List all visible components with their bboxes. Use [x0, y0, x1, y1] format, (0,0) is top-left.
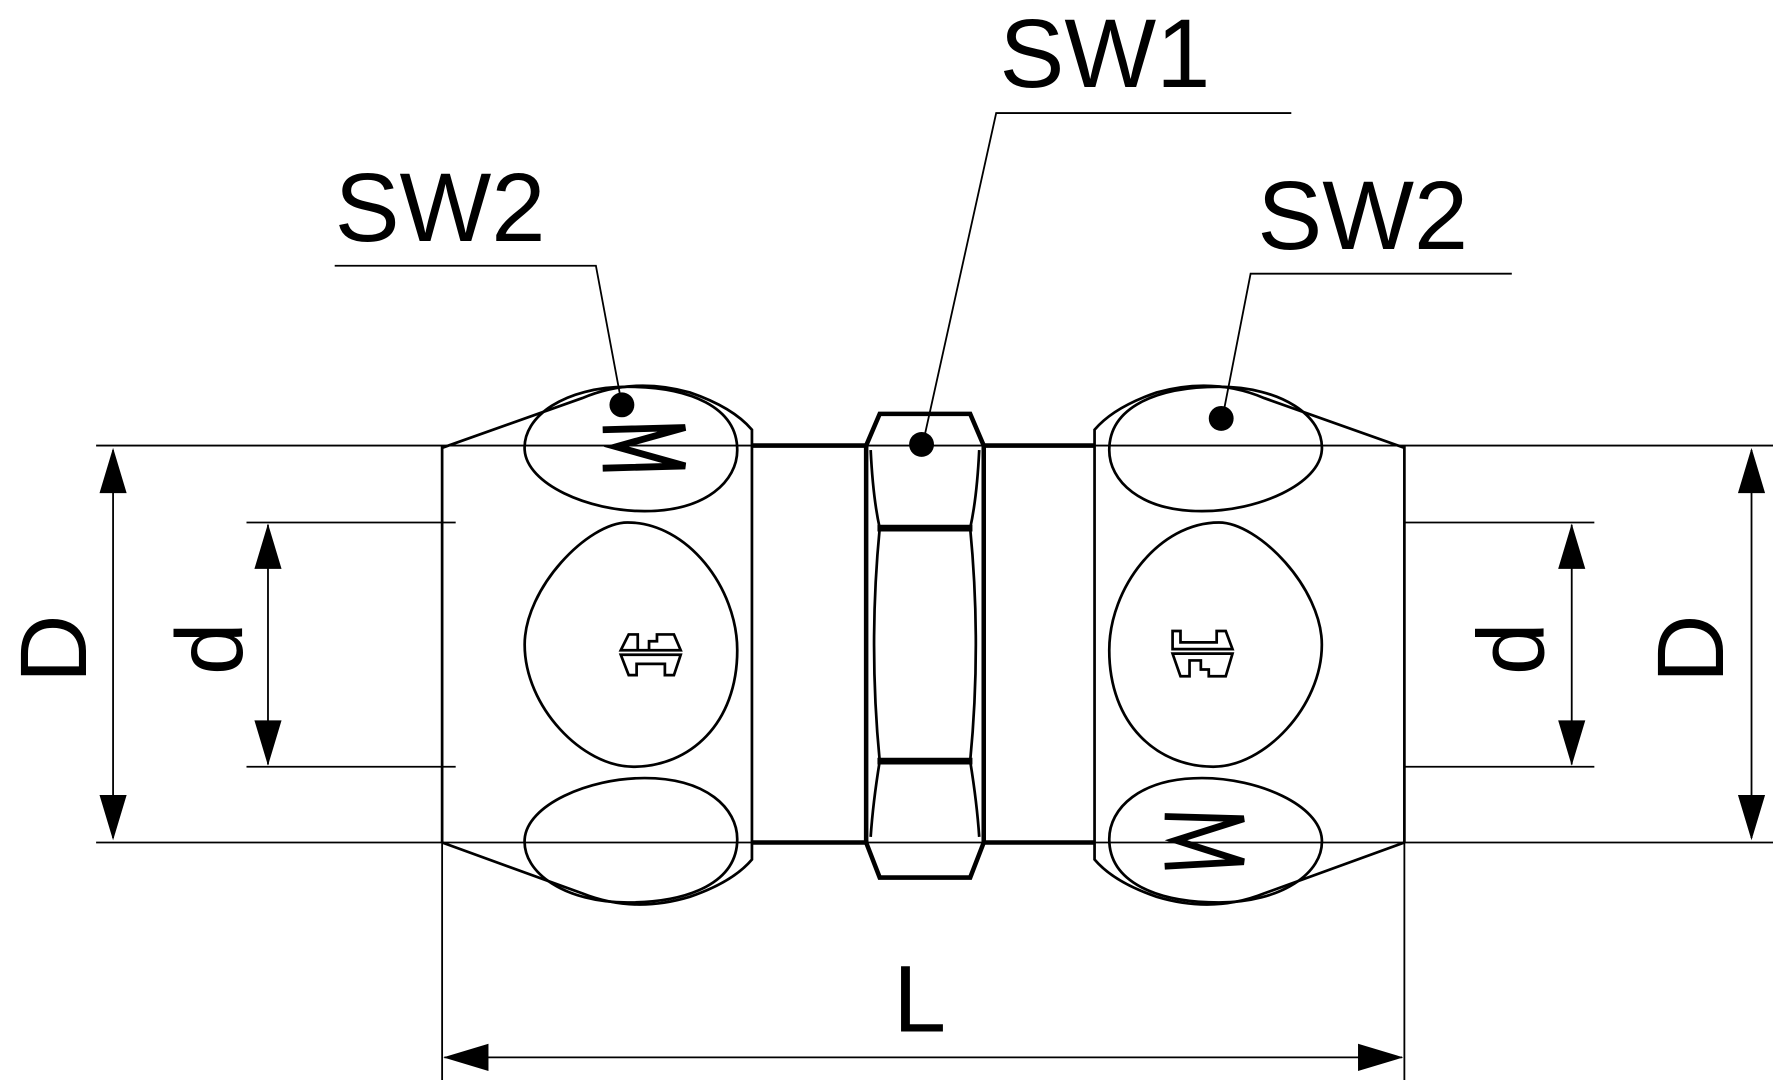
sc-logo-left-icon — [618, 633, 683, 677]
label-d-outer-left: D — [1, 614, 107, 683]
dimension-d-inner-left — [254, 523, 282, 766]
label-d-inner-left: d — [157, 622, 263, 675]
wrench-mark-right-icon — [1164, 813, 1245, 870]
dimension-d-outer-right — [1737, 447, 1766, 841]
central-hex-body — [863, 411, 987, 880]
leader-sw1 — [909, 112, 1292, 457]
dimension-length — [443, 1043, 1404, 1071]
dimension-d-outer-left — [99, 447, 127, 841]
wrench-flat-middle-left — [523, 521, 739, 769]
wrench-flat-bottom-left — [523, 776, 739, 904]
wrench-flat-middle-right — [1107, 521, 1324, 769]
wrench-flat-bottom-right — [1107, 776, 1324, 904]
dimension-d-inner-right — [1558, 523, 1586, 766]
label-d-outer-right: D — [1638, 614, 1744, 683]
wrench-mark-left-icon — [602, 424, 687, 472]
extension-lines — [96, 444, 1773, 1080]
label-length: L — [893, 946, 946, 1052]
label-sw2-left: SW2 — [335, 153, 546, 262]
wrench-flat-top-right — [1107, 385, 1324, 513]
label-sw1: SW1 — [1000, 0, 1211, 108]
wrench-flat-top-left — [523, 385, 739, 513]
left-compression-nut — [440, 384, 754, 906]
right-compression-nut — [1093, 384, 1406, 906]
sc-logo-right-icon — [1170, 629, 1235, 678]
leader-sw2-right — [1208, 272, 1512, 431]
label-d-inner-right: d — [1458, 622, 1564, 675]
leader-sw2-left — [334, 264, 635, 418]
label-sw2-right: SW2 — [1257, 161, 1468, 270]
